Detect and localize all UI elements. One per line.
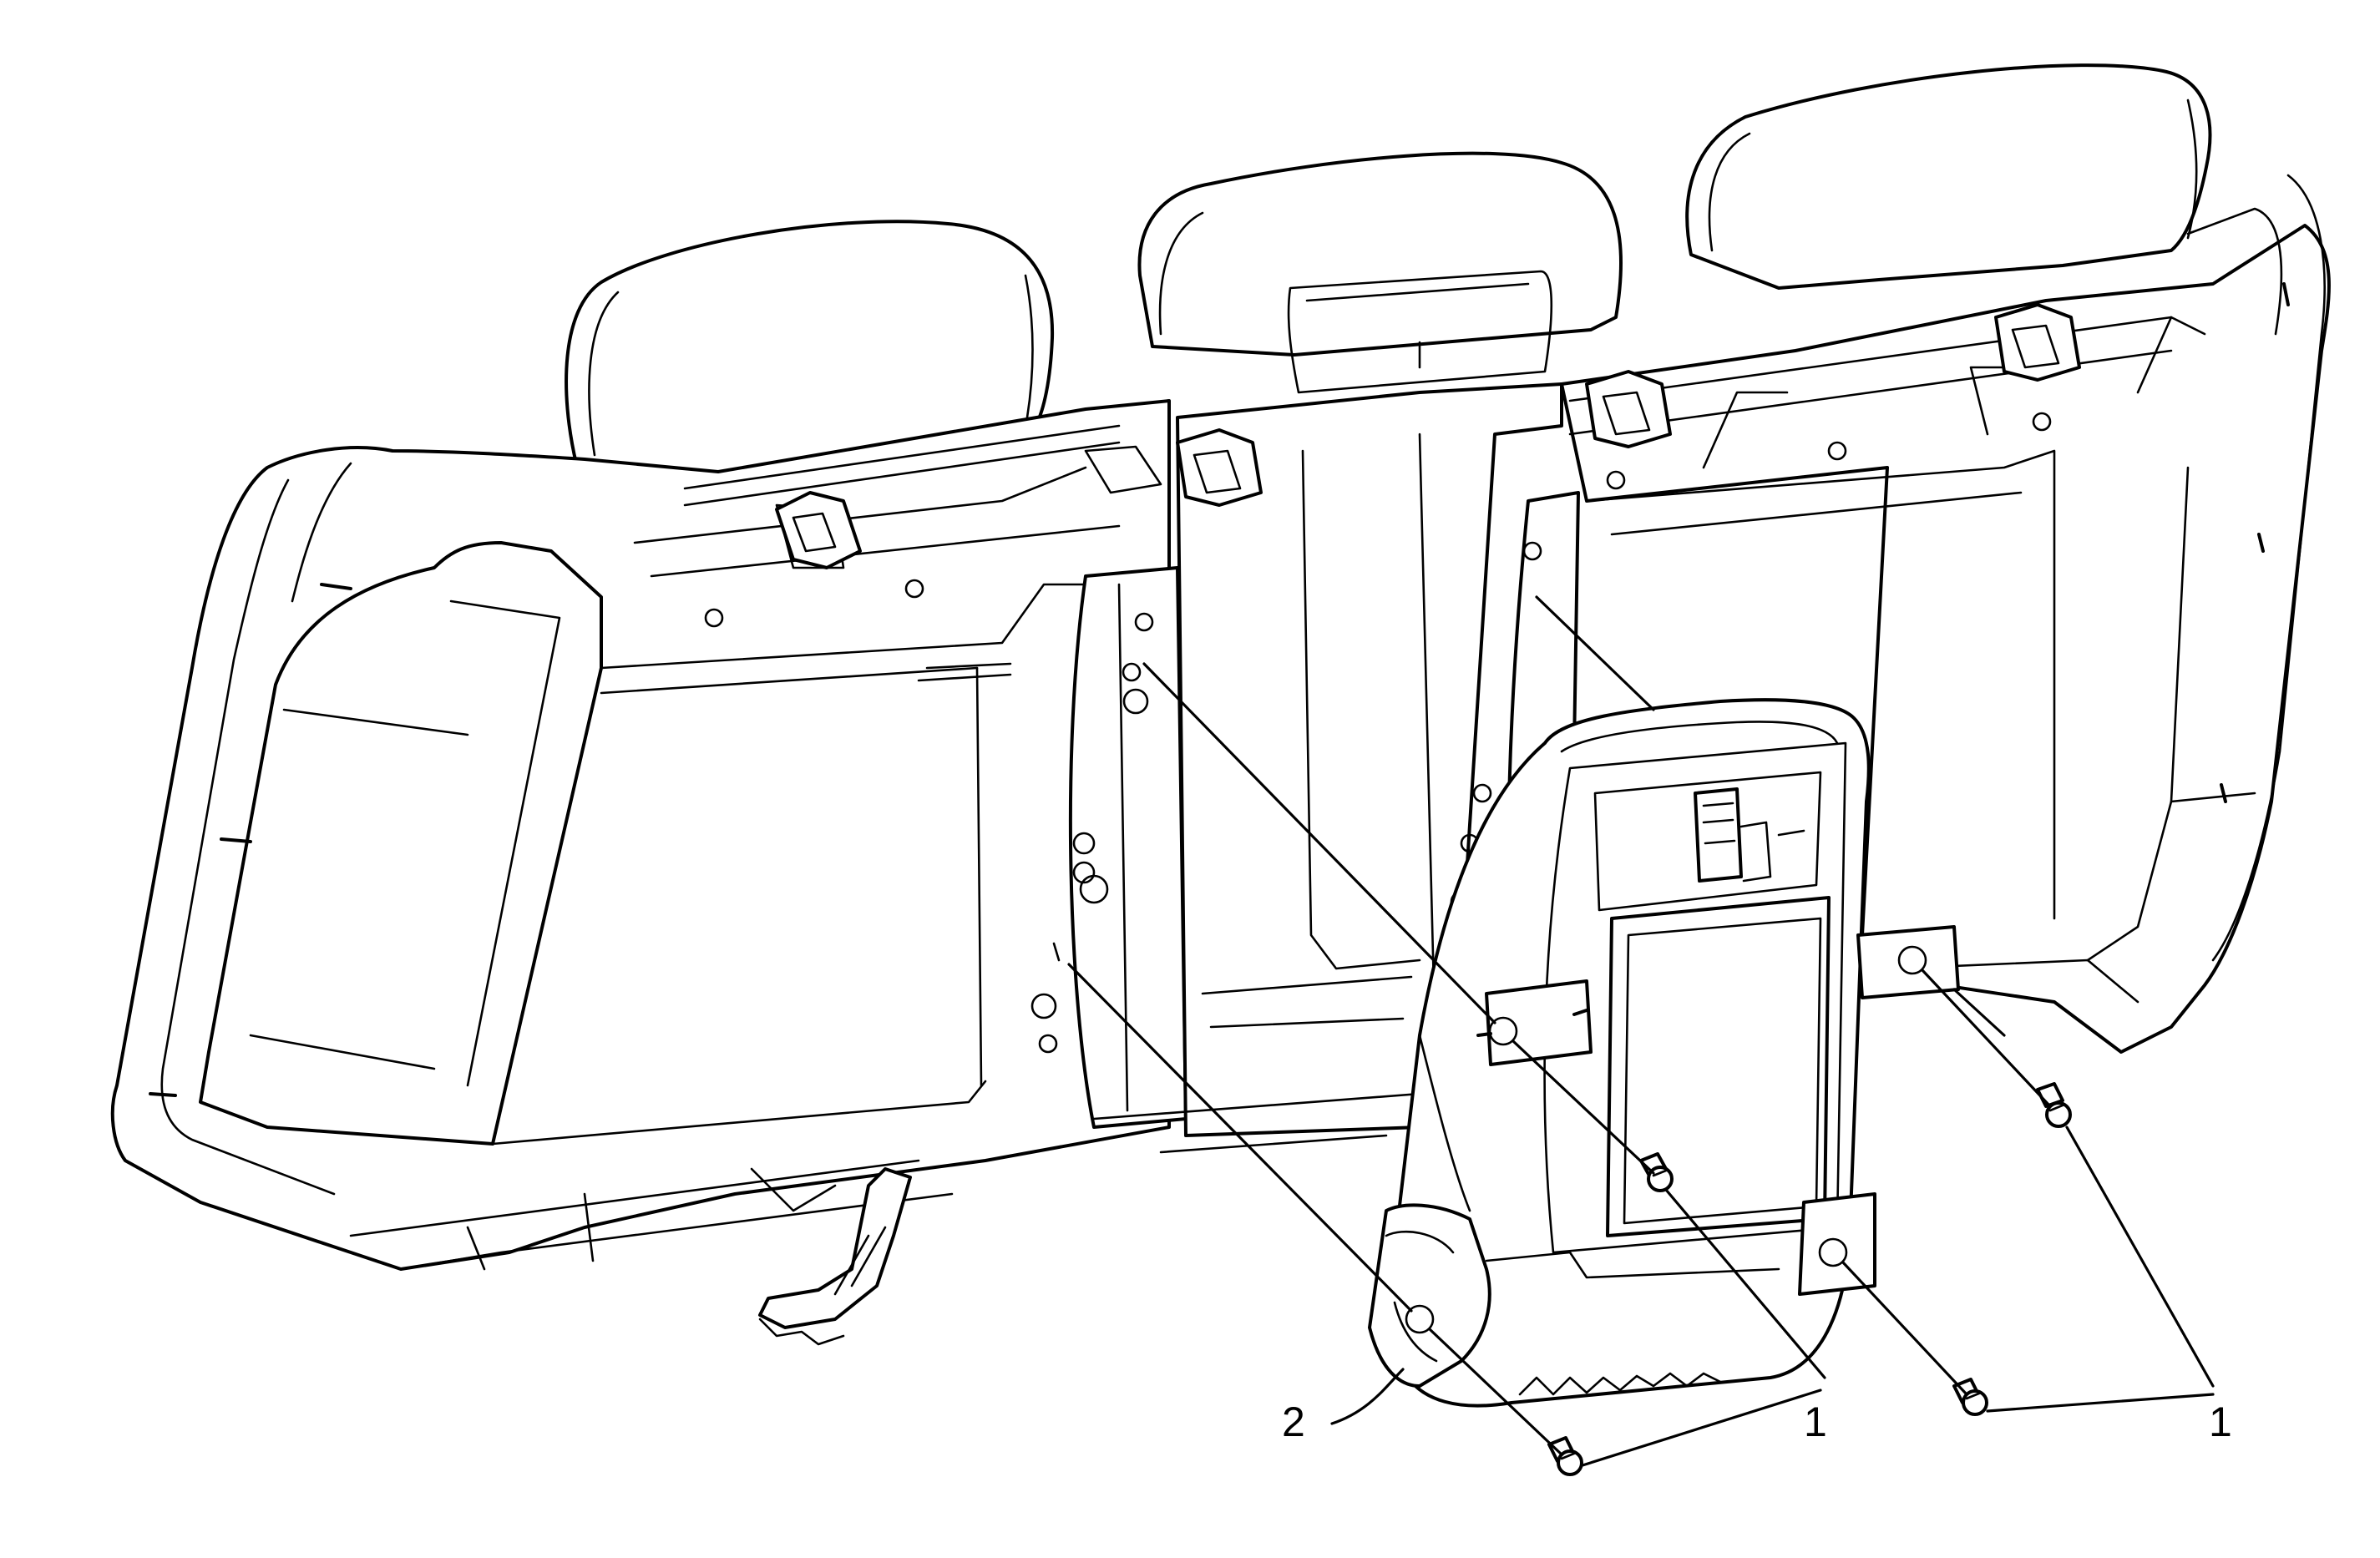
headrest-center [1137,151,1623,394]
bolt-right-lower [1952,1378,1988,1416]
callout-leaders [1330,1126,2215,1467]
mount-hole-armrest-upper [1488,1016,1518,1046]
callout-1-left: 1 [1804,1399,1827,1445]
alignment-leaders [1067,595,2052,1456]
headrest-left [565,220,1055,482]
callout-2: 2 [1282,1399,1305,1445]
seat-latch-right [1994,303,2081,382]
mount-hole-armrest-right-bracket [1897,945,1927,975]
seat-latch-left [775,491,862,569]
headrest-right [1685,63,2212,290]
seat-frame-center-rail [1030,566,1187,1129]
mount-hole-armrest-lower-right [1818,1237,1848,1267]
callout-1-right: 1 [2209,1399,2232,1445]
mount-hole-armrest-lower-left [1405,1304,1435,1334]
bolt-right-upper [2036,1082,2072,1128]
seat-back-center-frame [1092,382,1563,1154]
seat-latch-center-left [1176,428,1263,507]
seat-belt-strap [758,1167,912,1346]
bolt-center-lower [1547,1436,1583,1476]
armrest-assembly [1368,698,1960,1408]
seat-back-left-frame [110,399,1171,1271]
seat-latch-center-right [1585,370,1672,448]
